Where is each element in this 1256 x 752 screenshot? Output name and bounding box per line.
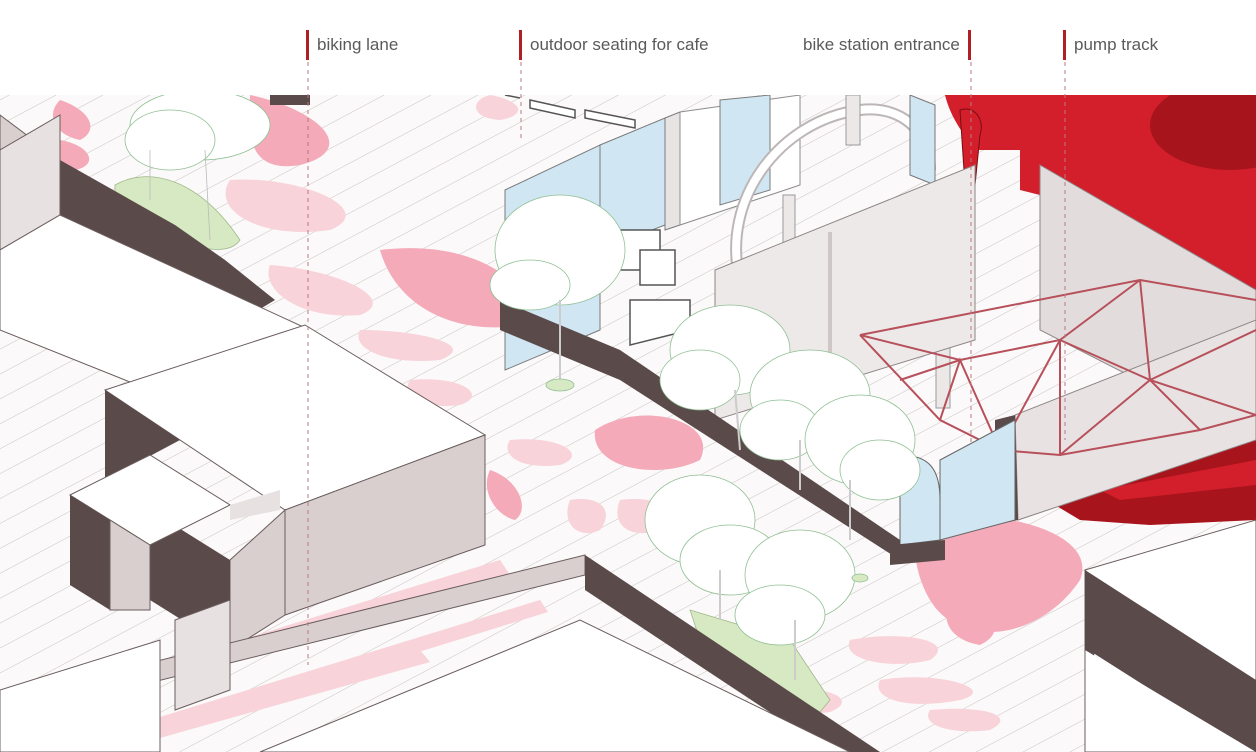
label-bike-station-entrance: bike station entrance <box>803 30 971 60</box>
tree-row-3 <box>804 394 921 540</box>
tree-row-5 <box>734 529 869 680</box>
cafe-benches <box>504 95 636 129</box>
tree-cafe <box>489 194 626 392</box>
label-marker <box>967 30 971 60</box>
label-pump-track: pump track <box>1063 30 1158 60</box>
bike-station-arches <box>730 95 982 409</box>
label-text: bike station entrance <box>803 35 960 54</box>
label-marker <box>1063 30 1066 60</box>
label-outdoor-seating: outdoor seating for cafe <box>519 30 709 60</box>
pump-track-red <box>945 95 1256 525</box>
label-marker <box>306 30 309 60</box>
label-text: biking lane <box>317 35 399 54</box>
label-marker <box>519 30 522 60</box>
label-text: outdoor seating for cafe <box>530 35 709 54</box>
trees <box>124 95 921 680</box>
label-text: pump track <box>1074 35 1159 54</box>
tree-left-1 <box>124 95 271 241</box>
leader-lines <box>307 62 1066 665</box>
label-biking-lane: biking lane <box>306 30 398 60</box>
